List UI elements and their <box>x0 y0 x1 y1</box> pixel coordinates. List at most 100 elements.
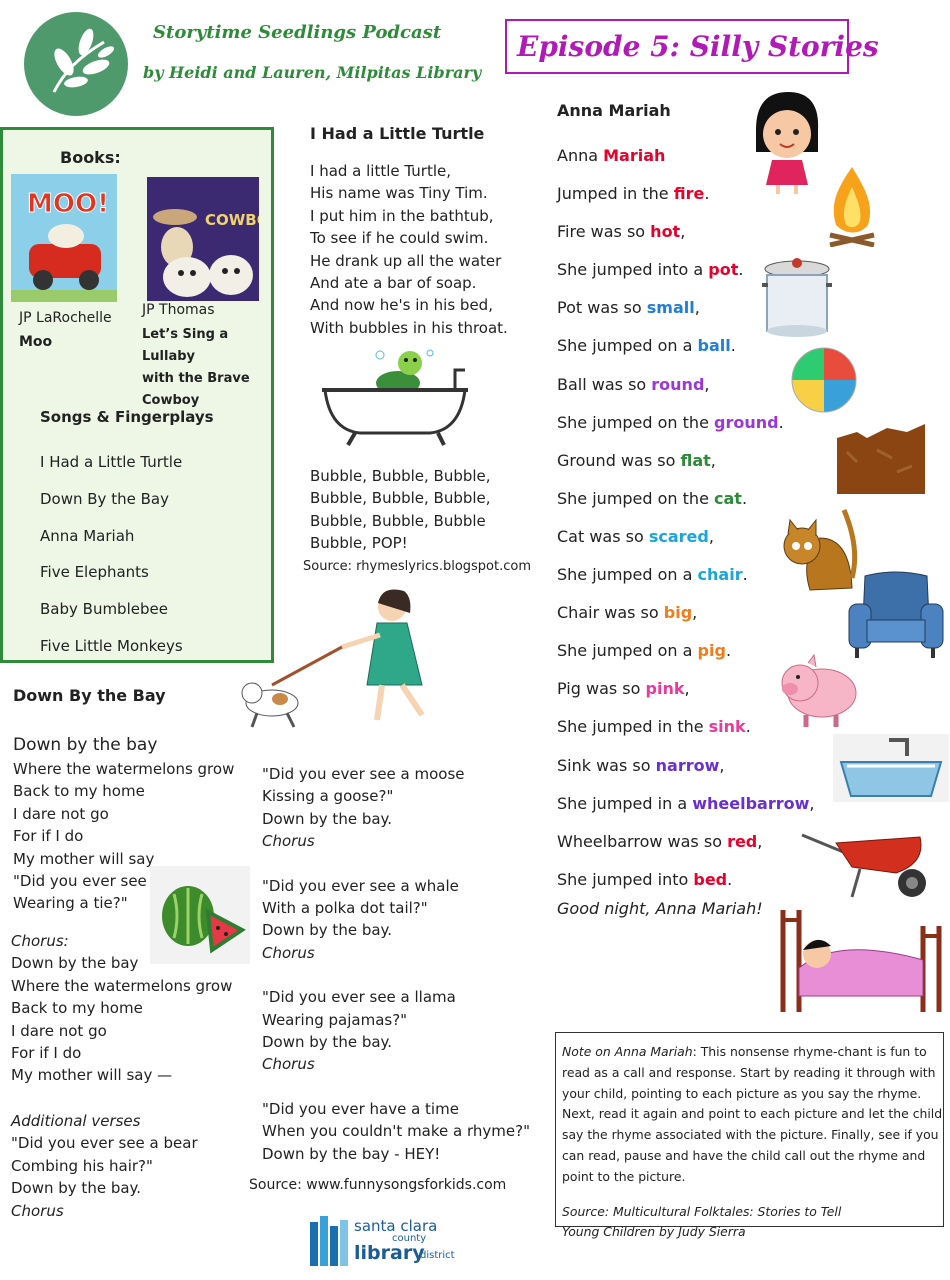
turtle-line: His name was Tiny Tim. <box>310 184 488 203</box>
note-line: Next, read it again and point to each pi… <box>562 1106 943 1122</box>
song-item: Down By the Bay <box>40 489 169 508</box>
llama-line: "Did you ever see a llama <box>262 988 456 1007</box>
song-item: Anna Mariah <box>40 526 135 545</box>
chorus-label: Chorus: <box>11 932 69 950</box>
song-item: Five Little Monkeys <box>40 636 183 655</box>
note-label: Note on Anna Mariah <box>562 1044 693 1059</box>
song-item: I Had a Little Turtle <box>40 453 183 471</box>
anna-line: Wheelbarrow was so red, <box>557 823 814 861</box>
bubble-verse: Bubble, Bubble, Bubble, Bubble, Bubble, … <box>310 465 491 555</box>
anna-line-text: She jumped on the <box>557 488 714 508</box>
watermelon-icon <box>150 866 250 964</box>
anna-line: Chair was so big, <box>557 594 814 632</box>
books-heading: Books: <box>60 148 121 167</box>
chorus-line: Where the watermelons grow <box>11 976 233 995</box>
anna-line-text: Chair was so <box>557 603 664 623</box>
anna-keyword: wheelbarrow <box>692 793 810 813</box>
song-list: I Had a Little Turtle Down By the Bay An… <box>40 444 183 665</box>
bay-line: "Did you ever see a fly <box>13 872 184 891</box>
anna-line: She jumped on the cat. <box>557 480 814 518</box>
sink-icon <box>833 734 949 802</box>
bear-line: Down by the bay. <box>11 1179 142 1198</box>
anna-line: Cat was so scared, <box>557 518 814 556</box>
episode-title: Episode 5: Silly Stories <box>517 30 879 63</box>
anna-line-text: Cat was so <box>557 526 649 546</box>
anna-keyword: narrow <box>655 755 720 775</box>
anna-keyword: scared <box>648 526 709 546</box>
moose-line: Kissing a goose?" <box>262 787 394 806</box>
anna-line-punct: , <box>694 298 700 318</box>
bay-title: Down By the Bay <box>13 686 166 705</box>
book-title-cowboy-line: Cowboy <box>142 393 200 408</box>
ball-icon <box>791 347 857 413</box>
anna-keyword: big <box>663 603 693 623</box>
song-item: Five Elephants <box>40 563 149 582</box>
bay-verse-1: Where the watermelons grow Back to my ho… <box>13 758 234 915</box>
anna-keyword: Mariah <box>603 146 666 165</box>
chorus-word: Chorus <box>262 943 315 962</box>
anna-line: Ball was so round, <box>557 366 814 404</box>
rhyme-line: "Did you ever have a time <box>262 1099 459 1118</box>
armchair-icon <box>848 571 944 658</box>
anna-line-text: She jumped in the <box>557 717 709 737</box>
cowboy-cover-text: COWBOY <box>205 211 259 229</box>
bay-first-line: Down by the bay <box>13 735 158 755</box>
bay-line: Back to my home <box>13 782 145 801</box>
book-title-cowboy-line: Let’s Sing a Lullaby <box>142 327 229 364</box>
anna-line-punct: . <box>745 717 751 737</box>
chorus-word: Chorus <box>262 1055 315 1074</box>
turtle-source: Source: rhymeslyrics.blogspot.com <box>303 559 532 574</box>
anna-line-text: She jumped on a <box>557 336 698 356</box>
fire-icon <box>829 167 875 247</box>
chorus-line: Back to my home <box>11 999 143 1018</box>
anna-line-punct: , <box>710 450 716 470</box>
chorus-line: My mother will say — <box>11 1066 173 1085</box>
bear-line: "Did you ever see a bear <box>11 1134 198 1153</box>
anna-keyword: pig <box>697 641 726 661</box>
anna-line-text: Anna <box>557 146 604 165</box>
additional-label: Additional verses <box>11 1112 141 1130</box>
cat-icon <box>783 509 858 591</box>
moose-line: "Did you ever see a moose <box>262 765 465 783</box>
bay-line: I dare not go <box>13 804 109 823</box>
anna-line-text: Jumped in the <box>557 184 674 204</box>
turtle-verse: I had a little Turtle, His name was Tiny… <box>310 160 508 339</box>
anna-line-punct: , <box>692 603 698 623</box>
anna-line-text: Ball was so <box>557 374 652 394</box>
whale-line: "Did you ever see a whale <box>262 876 459 895</box>
chorus-word: Chorus <box>262 832 315 851</box>
logo-line2: county <box>392 1233 427 1244</box>
anna-line-punct: . <box>741 488 748 508</box>
anna-line: Jumped in the fire. <box>557 175 814 213</box>
turtle-line: I put him in the bathtub, <box>310 206 494 225</box>
anna-line-punct: . <box>778 412 784 432</box>
note-line: your child, pointing to each picture as … <box>562 1085 922 1101</box>
note-text: : This nonsense rhyme-chant is fun to <box>692 1044 927 1059</box>
llama-line: Wearing pajamas?" <box>262 1010 408 1029</box>
note-line: read as a call and response. Start by re… <box>562 1064 936 1080</box>
book-title-moo: Moo <box>19 334 53 350</box>
girl-icon <box>756 92 819 194</box>
watermelon-illustration <box>150 866 250 964</box>
anna-line: She jumped on a pig. <box>557 632 814 670</box>
chorus-line: Down by the bay <box>11 954 139 973</box>
turtle-title: I Had a Little Turtle <box>310 124 485 143</box>
anna-line-punct: , <box>719 755 725 775</box>
logo-line3: library <box>354 1242 425 1264</box>
whale-line: Down by the bay. <box>262 921 393 940</box>
anna-line-text: She jumped on a <box>557 565 698 585</box>
anna-line-punct: , <box>809 793 815 813</box>
anna-line: Pig was so pink, <box>557 670 814 708</box>
anna-line: She jumped on the ground. <box>557 404 814 442</box>
anna-line-punct: . <box>730 336 736 356</box>
anna-keyword: sink <box>708 717 746 737</box>
anna-line: Ground was so flat, <box>557 442 814 480</box>
bubble-line: Bubble, Bubble, Bubble, <box>310 467 491 485</box>
rhyme-line: Down by the bay - HEY! <box>262 1144 441 1163</box>
book-cover-moo: MOO! <box>11 174 117 302</box>
anna-keyword: hot <box>650 222 681 242</box>
anna-keyword: ball <box>697 336 731 356</box>
anna-line: She jumped in the sink. <box>557 708 814 746</box>
bay-source: Source: www.funnysongsforkids.com <box>249 1177 507 1193</box>
anna-line-punct: . <box>738 260 744 280</box>
